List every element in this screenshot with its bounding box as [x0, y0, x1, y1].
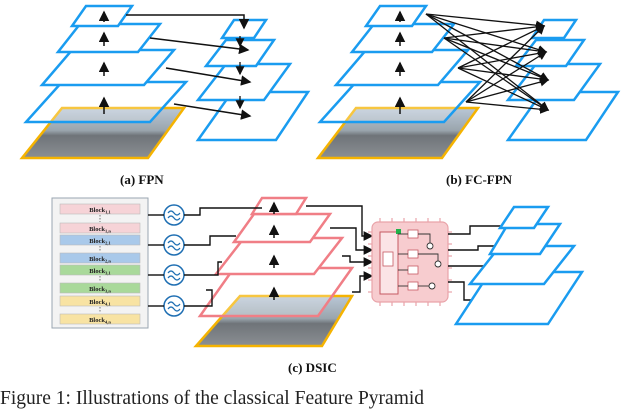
- backbone-block-6: [59, 282, 141, 294]
- fcfpn-dense-connections: [425, 13, 550, 114]
- subfigure-label-b: (b) FC-FPN: [446, 172, 513, 187]
- backbone-block-1: [59, 203, 141, 215]
- backbone-block-label-1: Block1,1: [89, 207, 111, 215]
- subfigure-label-c: (c) DSIC: [288, 360, 337, 375]
- backbone-block-5: [59, 264, 141, 276]
- backbone-block-2: [59, 222, 141, 234]
- backbone-block-4: [59, 252, 141, 264]
- backbone-block-label-7: Block4,1: [89, 299, 111, 307]
- fpn-input-image: [19, 106, 187, 160]
- fcfpn-backbone-level-3: [349, 22, 457, 54]
- backbone-block-7: [59, 295, 141, 307]
- fpn-output-level-1: [195, 90, 311, 142]
- dsic-module: [368, 218, 452, 306]
- fpn-backbone-level-2: [39, 48, 177, 87]
- dsic-input-image: [193, 294, 355, 348]
- backbone-block-label-4: Block2,n: [89, 256, 111, 264]
- dsic-diagram: Block1,1Block1,nBlock2,1Block2,nBlock3,1…: [51, 196, 585, 348]
- fpn-diagram: [19, 4, 311, 160]
- dsic-output-level-2: [467, 244, 577, 286]
- dsic-feature-level-4: [249, 196, 309, 216]
- fcfpn-input-image: [315, 106, 481, 160]
- backbone-block-label-8: Block4,n: [89, 317, 111, 325]
- backbone-block-8: [59, 313, 141, 325]
- fcfpn-backbone-level-2: [333, 48, 471, 87]
- connector-icon-4: [163, 295, 185, 317]
- connector-icons: [163, 204, 185, 317]
- backbone-block-3: [59, 234, 141, 246]
- dsic-feature-level-3: [231, 212, 333, 244]
- fpn-backbone-level-3: [55, 22, 163, 54]
- connector-icon-1: [163, 204, 185, 226]
- figure-caption: Figure 1: Illustrations of the classical…: [0, 388, 425, 409]
- backbone-block-label-2: Block1,n: [89, 226, 111, 234]
- connector-icon-3: [163, 264, 185, 286]
- backbone-block-label-5: Block3,1: [89, 268, 111, 276]
- dsic-output-level-4: [497, 205, 551, 230]
- backbone-block-label-3: Block2,1: [89, 238, 111, 246]
- connector-icon-2: [163, 234, 185, 256]
- subfigure-label-a: (a) FPN: [120, 172, 164, 187]
- dsic-output-level-3: [487, 222, 563, 256]
- fc-fpn-diagram: [315, 4, 621, 160]
- backbone-block-label-6: Block3,n: [89, 286, 111, 294]
